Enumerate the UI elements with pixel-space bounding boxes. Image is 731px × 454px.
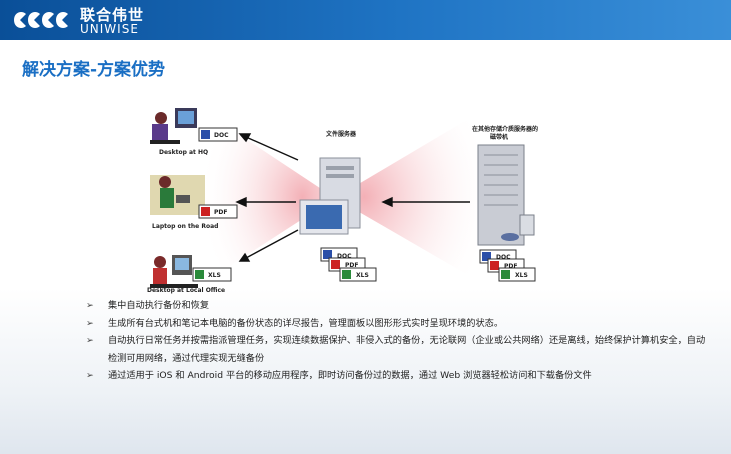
header-bar: 联合伟世 UNIWISE (0, 0, 731, 40)
desktop-hq-label: Desktop at HQ (159, 149, 209, 156)
list-item: ➢ 生成所有台式机和笔记本电脑的备份状态的详尽报告，管理面板以图形形式实时呈现环… (86, 315, 706, 333)
list-item-text: 通过适用于 iOS 和 Android 平台的移动应用程序，即时访问备份过的数据… (108, 370, 592, 381)
right-beam (335, 112, 480, 282)
backup-diagram: DOC PDF XLS DOC PDF XLS DOC PDF XLS Desk… (0, 90, 731, 300)
bullet-arrow-icon: ➢ (86, 300, 94, 311)
bullet-arrow-icon: ➢ (86, 317, 94, 329)
laptop-road-label: Laptop on the Road (152, 223, 219, 230)
slide-background (0, 40, 731, 454)
server-doc-label: DOC (337, 253, 352, 260)
list-item-text: 自动执行日常任务并按需指派管理任务，实现连续数据保护、非侵入式的备份，无论联网（… (108, 335, 706, 364)
storage-label-line2: 磁带机 (490, 134, 509, 141)
desktop-local-figure (150, 255, 198, 288)
file-server-label: 文件服务器 (326, 131, 357, 138)
hq-doc-label: DOC (214, 132, 229, 139)
laptop-road-figure (150, 175, 205, 215)
storage-label-line1: 在其他存储介质服务器的 (472, 126, 539, 133)
list-item-text: 集中自动执行备份和恢复 (108, 300, 210, 311)
file-server-figure (299, 157, 361, 235)
bullet-arrow-icon: ➢ (86, 370, 94, 381)
list-item-text: 生成所有台式机和笔记本电脑的备份状态的详尽报告，管理面板以图形形式实时呈现环境的… (108, 317, 504, 329)
left-beam (205, 112, 335, 282)
list-item: ➢ 集中自动执行备份和恢复 (86, 297, 706, 315)
advantages-list: ➢ 集中自动执行备份和恢复 ➢ 生成所有台式机和笔记本电脑的备份状态的详尽报告，… (86, 297, 706, 385)
desktop-hq-figure (150, 108, 197, 144)
local-xls-label: XLS (208, 272, 221, 279)
storage-doc-label: DOC (496, 254, 511, 261)
storage-pdf-label: PDF (504, 263, 518, 270)
bullet-arrow-icon: ➢ (86, 335, 94, 346)
storage-server-figure (477, 144, 535, 246)
slide-title: 解决方案-方案优势 (22, 60, 166, 80)
logo-text-en: UNIWISE (80, 22, 139, 36)
list-item: ➢ 通过适用于 iOS 和 Android 平台的移动应用程序，即时访问备份过的… (86, 367, 706, 385)
list-item: ➢ 自动执行日常任务并按需指派管理任务，实现连续数据保护、非侵入式的备份，无论联… (86, 332, 706, 367)
road-pdf-label: PDF (214, 209, 228, 216)
uniwise-logo-icon (14, 12, 68, 28)
logo-text-cn: 联合伟世 (80, 6, 145, 24)
server-xls-label: XLS (356, 272, 369, 279)
server-pdf-label: PDF (345, 262, 359, 269)
storage-xls-label: XLS (515, 272, 528, 279)
desktop-local-label: Desktop at Local Office (147, 287, 226, 294)
